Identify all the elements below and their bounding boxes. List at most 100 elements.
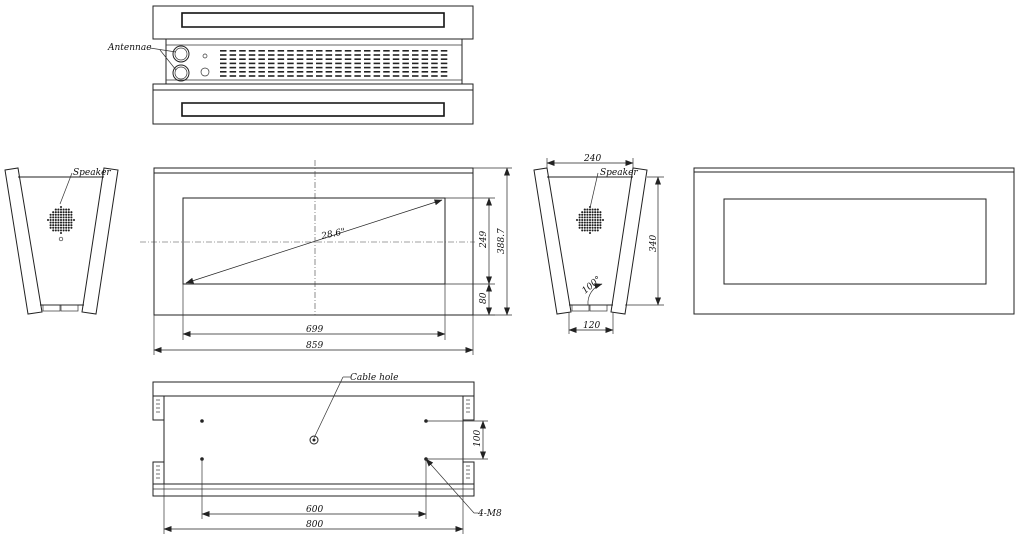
grill-dot: [52, 216, 55, 219]
vent-slot: [220, 50, 227, 52]
grill-dot: [594, 211, 597, 214]
vent-slot: [412, 54, 419, 56]
grill-dot: [591, 229, 594, 232]
grill-dot: [578, 216, 581, 219]
grill-dot: [52, 213, 55, 216]
vent-slot: [325, 58, 333, 60]
grill-dot: [54, 216, 57, 219]
grill-dot: [67, 208, 70, 211]
vent-slot: [344, 50, 352, 52]
vent-slot: [268, 71, 275, 73]
vent-slot: [440, 75, 448, 77]
grill-dot: [601, 218, 605, 222]
vent-slot: [258, 75, 265, 77]
vent-slot: [316, 75, 323, 77]
grill-dot: [586, 216, 589, 219]
vent-slot: [431, 50, 438, 52]
vent-slot: [392, 71, 400, 73]
vent-slot: [306, 66, 313, 69]
vent-slot: [268, 58, 275, 60]
grill-dot: [586, 224, 589, 227]
vent-slot: [364, 54, 371, 56]
grill-dot: [581, 229, 584, 232]
mount-spacing-dimension: 600: [306, 505, 323, 515]
grill-dot: [581, 213, 584, 216]
vent-slot: [354, 71, 361, 73]
grill-dot: [586, 218, 589, 222]
grill-dot: [594, 208, 597, 211]
cable-hole-label: Cable hole: [350, 373, 399, 383]
vent-slot: [373, 71, 381, 73]
antennae-label: Antennae: [107, 43, 152, 53]
vent-slot: [383, 66, 390, 69]
grill-dot: [599, 218, 602, 222]
grill-dot: [588, 218, 592, 222]
grill-dot: [54, 224, 57, 227]
vent-slot: [412, 71, 419, 73]
grill-dot: [49, 218, 52, 222]
vent-slot: [248, 66, 256, 69]
grill-dot: [583, 226, 586, 229]
grill-dot: [72, 218, 76, 222]
vent-slot: [325, 71, 333, 73]
grill-dot: [62, 226, 65, 229]
vent-slot: [229, 50, 237, 52]
vent-slot: [421, 71, 429, 73]
grill-dot: [586, 229, 589, 232]
grill-dot: [52, 229, 55, 232]
vent-slot: [364, 62, 371, 65]
grill-dot: [65, 218, 68, 222]
grill-dot: [599, 213, 602, 216]
vent-slot: [412, 62, 419, 65]
vent-slot: [306, 62, 313, 65]
grill-dot: [59, 208, 63, 211]
vent-slot: [316, 66, 323, 69]
grill-dot: [586, 211, 589, 214]
vent-slot: [364, 66, 371, 69]
vent-slot: [316, 62, 323, 65]
grill-dot: [67, 216, 70, 219]
grill-dot: [57, 216, 60, 219]
grill-dot: [67, 224, 70, 227]
vent-slot: [392, 75, 400, 77]
grill-dot: [62, 224, 65, 227]
grill-dot: [65, 229, 68, 232]
vent-slot: [239, 54, 246, 56]
grill-dot: [591, 216, 594, 219]
side-depth-bottom-dimension: 120: [583, 321, 600, 331]
grill-dot: [588, 231, 592, 235]
grill-dot: [49, 221, 52, 224]
side-depth-top-dimension: 240: [583, 154, 601, 164]
vent-slot: [258, 71, 265, 73]
overall-width-dimension: 859: [306, 341, 323, 351]
vent-slot: [412, 66, 419, 69]
vent-slot: [229, 66, 237, 69]
grill-dot: [599, 216, 602, 219]
vent-slot: [229, 62, 237, 65]
vent-slot: [421, 66, 429, 69]
vent-slot: [268, 62, 275, 65]
grill-dot: [62, 221, 65, 224]
grill-dot: [583, 221, 586, 224]
vent-slot: [431, 66, 438, 69]
vent-slot: [296, 71, 304, 73]
vent-slot: [239, 58, 246, 60]
vent-slot: [220, 71, 227, 73]
grill-dot: [594, 226, 597, 229]
grill-dot: [583, 211, 586, 214]
vent-slot: [373, 62, 381, 65]
grill-dot: [65, 216, 68, 219]
vent-slot: [431, 71, 438, 73]
grill-dot: [54, 211, 57, 214]
vent-slot: [354, 62, 361, 65]
grill-dot: [70, 224, 73, 227]
grill-dot: [591, 226, 594, 229]
grill-dot: [59, 231, 63, 235]
grill-dot: [70, 211, 73, 214]
grill-dot: [578, 221, 581, 224]
vent-slot: [325, 75, 333, 77]
grill-dot: [62, 218, 65, 222]
grill-dot: [54, 213, 57, 216]
front-view: 28.6" 699 859 249 80 388.7: [140, 160, 512, 355]
grill-dot: [596, 211, 599, 214]
